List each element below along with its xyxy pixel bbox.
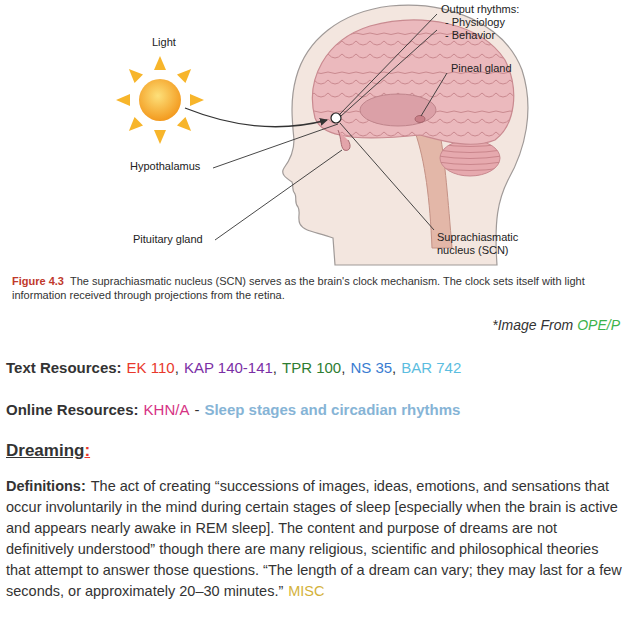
cerebellum-folds [438, 144, 502, 177]
resource-tag: EK 110 [127, 359, 175, 376]
resource-tag: TPR 100 [282, 359, 341, 376]
separator: , [341, 359, 345, 376]
brain-fold [300, 132, 524, 137]
text-resources: Text Resources:EK 110,KAP 140-141,TPR 10… [6, 358, 626, 378]
sun-rays [116, 56, 204, 144]
brain-fold [300, 80, 524, 85]
caption-text: The suprachiasmatic nucleus (SCN) serves… [12, 275, 585, 301]
credit-text: *Image From [492, 317, 573, 333]
brain-fold [300, 41, 524, 46]
callout-label: Suprachiasmatic nucleus (SCN) [437, 231, 542, 257]
leader-line [421, 73, 447, 116]
cerebellum-fold [438, 162, 502, 165]
figure-caption: Figure 4.3The suprachiasmatic nucleus (S… [12, 274, 618, 302]
cerebellum-fold [438, 156, 502, 159]
scn-marker [331, 113, 341, 123]
cerebellum-fold [438, 168, 502, 171]
separator: - [194, 401, 199, 418]
sun-ray [177, 117, 195, 135]
brain-folds [300, 30, 524, 137]
sun-ray [177, 65, 195, 83]
sun-ray [190, 94, 204, 106]
sun [139, 79, 181, 121]
sun-ray [154, 56, 166, 70]
brain-fold [300, 54, 524, 59]
sun-ray [116, 94, 130, 106]
light-arrow [185, 108, 327, 127]
sun-ray [125, 65, 143, 83]
resource-link: Sleep stages and circadian rhythms [204, 401, 460, 418]
separator: , [175, 359, 179, 376]
leader-line [213, 124, 338, 168]
sun-ray [154, 130, 166, 144]
section-heading: Dreaming: [6, 440, 626, 462]
separator: , [392, 359, 396, 376]
figure-number: Figure 4.3 [12, 275, 64, 287]
leader-line [340, 123, 434, 230]
source-tag: MISC [288, 583, 324, 599]
separator: , [273, 359, 277, 376]
heading-colon: : [84, 441, 90, 460]
head-silhouette [283, 5, 528, 265]
leader-line [215, 150, 342, 240]
definition-heading: Definitions: [6, 478, 86, 494]
resource-tag: KHN/A [144, 401, 190, 418]
callout-label: - Behavior [445, 29, 495, 42]
cerebellum-fold [438, 174, 502, 177]
resource-heading: Text Resources: [6, 359, 122, 376]
resource-heading: Online Resources: [6, 401, 139, 418]
definition-paragraph: Definitions:The act of creating “success… [6, 476, 624, 602]
sun-ray [125, 117, 143, 135]
online-resources: Online Resources: KHN/A-Sleep stages and … [6, 400, 626, 420]
heading-text: Dreaming [6, 441, 84, 460]
callout-label: Pineal gland [451, 62, 512, 75]
image-credit: *Image FromOPE/P [0, 316, 620, 334]
callout-label: - Physiology [445, 16, 505, 29]
callout-label: Pituitary gland [133, 233, 203, 246]
source-tag: OPE/P [577, 317, 620, 333]
leader-line [340, 14, 437, 114]
resource-tag: BAR 742 [401, 359, 461, 376]
resource-tag: KAP 140-141 [184, 359, 273, 376]
cerebellum-fold [438, 150, 502, 153]
leader-line [341, 30, 437, 116]
pineal-gland-shape [415, 116, 425, 123]
resource-tag: NS 35 [350, 359, 392, 376]
callout-label: Light [152, 36, 176, 49]
callout-label: Hypothalamus [130, 160, 200, 173]
callout-label: Output rhythms: [441, 3, 519, 16]
definition-text: The act of creating “successions of imag… [6, 478, 622, 599]
